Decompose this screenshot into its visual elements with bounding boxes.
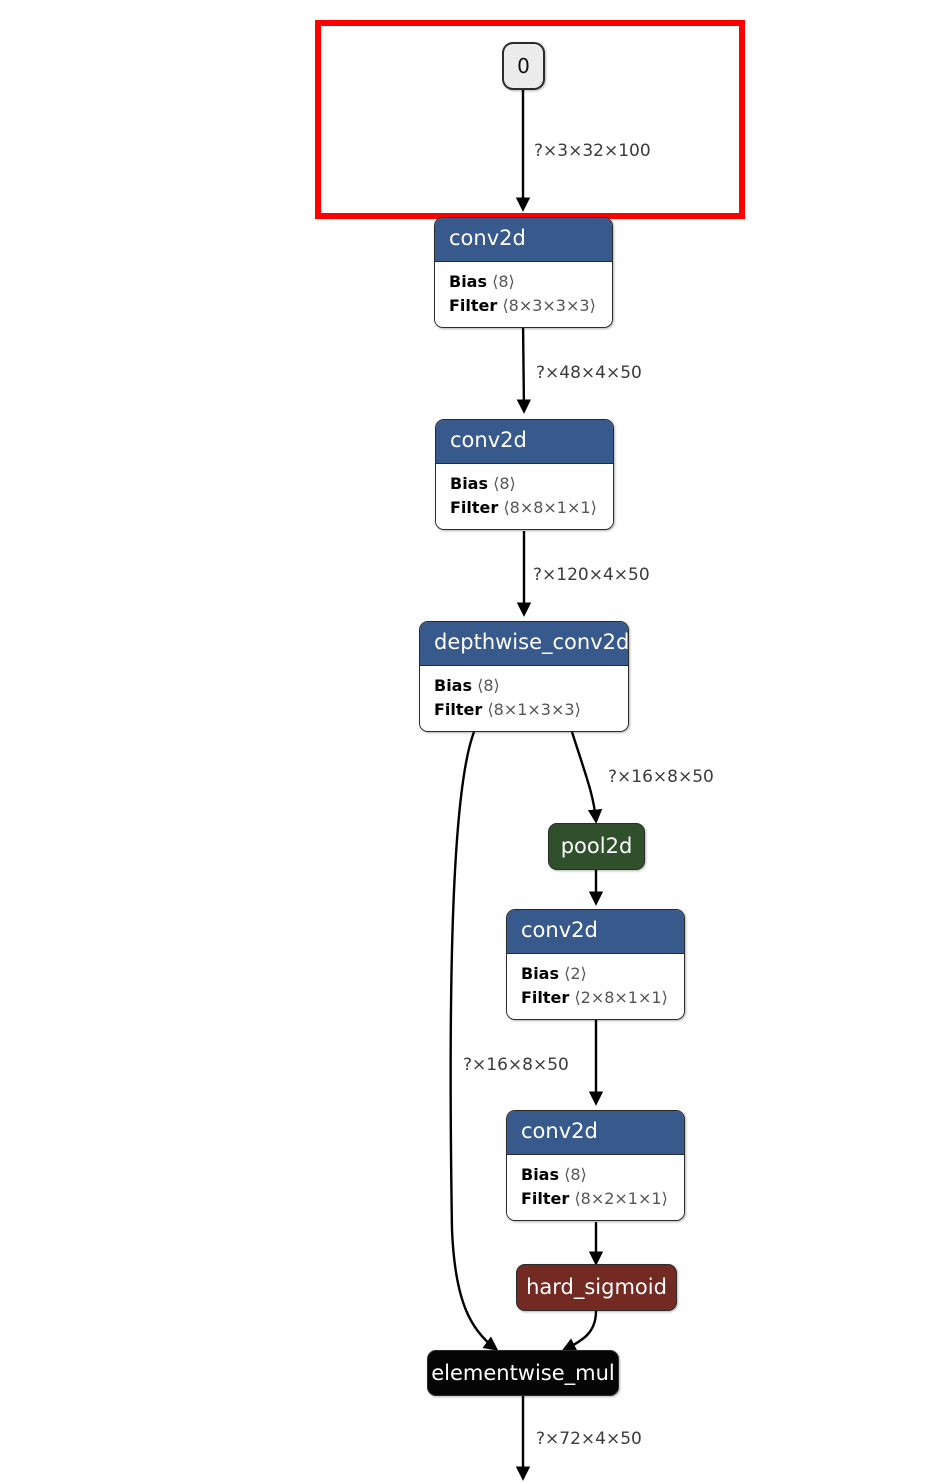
edge-label-conv2d-1-to-conv2d-2: ?×48×4×50 [536,363,642,383]
node-elementwise-mul-1-label: elementwise_mul [431,1360,615,1385]
node-pool2d-1[interactable]: pool2d [548,823,645,870]
edge-label-conv2d-2-to-depthwise: ?×120×4×50 [533,565,650,585]
edge-depthwise-to-elementwise-mul [449,731,499,1351]
param-row: Filter ⟨8×3×3×3⟩ [449,294,598,318]
node-input-0[interactable]: 0 [502,42,545,90]
node-depthwise-conv2d-1-header: depthwise_conv2d [420,622,628,665]
node-conv2d-3-params: Bias ⟨2⟩ Filter ⟨2×8×1×1⟩ [507,953,684,1019]
node-conv2d-1[interactable]: conv2d Bias ⟨8⟩ Filter ⟨8×3×3×3⟩ [434,217,613,328]
param-key: Filter [450,498,499,517]
param-key: Bias [434,676,472,695]
param-value: ⟨8⟩ [564,1165,587,1184]
param-value: ⟨8×8×1×1⟩ [503,498,597,517]
node-conv2d-1-params: Bias ⟨8⟩ Filter ⟨8×3×3×3⟩ [435,261,612,327]
node-depthwise-conv2d-1-params: Bias ⟨8⟩ Filter ⟨8×1×3×3⟩ [420,665,628,731]
param-row: Bias ⟨2⟩ [521,962,670,986]
param-row: Bias ⟨8⟩ [449,270,598,294]
param-value: ⟨8×1×3×3⟩ [487,700,581,719]
node-conv2d-3-header: conv2d [507,910,684,953]
node-input-0-label: 0 [517,54,530,78]
node-conv2d-1-header: conv2d [435,218,612,261]
node-conv2d-4-params: Bias ⟨8⟩ Filter ⟨8×2×1×1⟩ [507,1154,684,1220]
node-hard-sigmoid-1-label: hard_sigmoid [526,1275,667,1299]
node-conv2d-2-header: conv2d [436,420,613,463]
param-key: Bias [450,474,488,493]
node-pool2d-1-label: pool2d [560,834,633,858]
param-value: ⟨2⟩ [564,964,587,983]
edge-label-elementwise-mul-to-output: ?×72×4×50 [536,1429,642,1449]
param-value: ⟨8⟩ [493,474,516,493]
param-value: ⟨8×2×1×1⟩ [574,1189,668,1208]
node-conv2d-3[interactable]: conv2d Bias ⟨2⟩ Filter ⟨2×8×1×1⟩ [506,909,685,1020]
param-row: Filter ⟨8×8×1×1⟩ [450,496,599,520]
edge-depthwise-to-pool2d [570,731,603,824]
param-row: Filter ⟨2×8×1×1⟩ [521,986,670,1010]
highlight-region-rectangle [315,20,745,219]
param-value: ⟨2×8×1×1⟩ [574,988,668,1007]
node-hard-sigmoid-1[interactable]: hard_sigmoid [516,1264,677,1311]
param-row: Bias ⟨8⟩ [434,674,614,698]
param-key: Filter [449,296,498,315]
node-depthwise-conv2d-1[interactable]: depthwise_conv2d Bias ⟨8⟩ Filter ⟨8×1×3×… [419,621,629,732]
param-key: Filter [521,1189,570,1208]
param-row: Bias ⟨8⟩ [521,1163,670,1187]
param-value: ⟨8⟩ [477,676,500,695]
param-value: ⟨8×3×3×3⟩ [502,296,596,315]
node-conv2d-2-params: Bias ⟨8⟩ Filter ⟨8×8×1×1⟩ [436,463,613,529]
param-row: Filter ⟨8×2×1×1⟩ [521,1187,670,1211]
node-conv2d-2[interactable]: conv2d Bias ⟨8⟩ Filter ⟨8×8×1×1⟩ [435,419,614,530]
param-key: Bias [449,272,487,291]
param-key: Filter [521,988,570,1007]
edge-conv2d-1-to-conv2d-2 [516,320,532,414]
edge-label-input-to-conv2d-1: ?×3×32×100 [534,141,651,161]
param-row: Filter ⟨8×1×3×3⟩ [434,698,614,722]
param-key: Bias [521,1165,559,1184]
edge-label-depthwise-to-pool2d: ?×16×8×50 [608,767,714,787]
param-key: Filter [434,700,483,719]
node-conv2d-4[interactable]: conv2d Bias ⟨8⟩ Filter ⟨8×2×1×1⟩ [506,1110,685,1221]
node-elementwise-mul-1[interactable]: elementwise_mul [427,1350,619,1396]
param-value: ⟨8⟩ [492,272,515,291]
edge-hard-sigmoid-to-elementwise-mul [561,1310,598,1352]
edge-label-depthwise-to-elementwise-mul: ?×16×8×50 [463,1055,569,1075]
node-conv2d-4-header: conv2d [507,1111,684,1154]
param-key: Bias [521,964,559,983]
param-row: Bias ⟨8⟩ [450,472,599,496]
